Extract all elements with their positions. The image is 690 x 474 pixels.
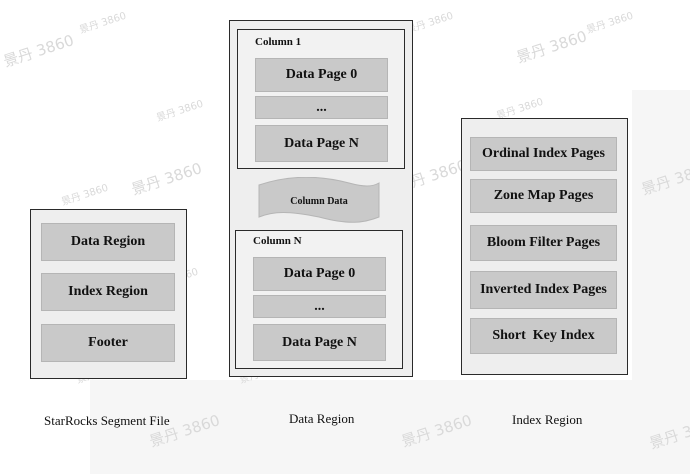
watermark: 景丹 3860 xyxy=(514,27,590,67)
index-region-panel: Ordinal Index Pages Zone Map Pages Bloom… xyxy=(461,118,628,375)
background-shade-right xyxy=(632,90,690,390)
bloom-filter-pages: Bloom Filter Pages xyxy=(470,225,617,261)
zone-map-pages: Zone Map Pages xyxy=(470,179,617,213)
inverted-index-pages: Inverted Index Pages xyxy=(470,271,617,309)
data-page-n: Data Page N xyxy=(255,125,388,162)
ellipsis-page: ... xyxy=(253,295,386,318)
watermark: 景丹 3860 xyxy=(78,10,128,37)
data-region-caption: Data Region xyxy=(289,411,355,426)
column-1-title: Column 1 xyxy=(255,36,302,48)
watermark: 景丹 3860 xyxy=(155,98,205,125)
data-region-panel: Column 1 Data Page 0 ... Data Page N Col… xyxy=(229,20,413,377)
segment-file-panel: Data Region Index Region Footer xyxy=(30,209,187,379)
watermark: 景丹 3860 xyxy=(129,159,205,199)
data-page-0: Data Page 0 xyxy=(255,58,388,92)
ellipsis-page: ... xyxy=(255,96,388,119)
data-page-0: Data Page 0 xyxy=(253,257,386,291)
column-n-title: Column N xyxy=(253,235,302,247)
column-data-banner: Column Data xyxy=(258,177,380,223)
short-key-index: Short Key Index xyxy=(470,318,617,354)
ordinal-index-pages: Ordinal Index Pages xyxy=(470,137,617,171)
segment-file-caption: StarRocks Segment File xyxy=(44,413,170,428)
watermark: 景丹 3860 xyxy=(585,10,635,37)
index-region-block: Index Region xyxy=(41,273,175,311)
column-1-box: Column 1 Data Page 0 ... Data Page N xyxy=(237,29,405,169)
column-n-box: Column N Data Page 0 ... Data Page N xyxy=(235,230,403,369)
column-data-label: Column Data xyxy=(290,196,348,207)
data-region-block: Data Region xyxy=(41,223,175,261)
watermark: 景丹 3860 xyxy=(60,182,110,209)
background-shade-bottom xyxy=(90,380,690,474)
footer-block: Footer xyxy=(41,324,175,362)
index-region-caption: Index Region xyxy=(512,412,583,427)
data-page-n: Data Page N xyxy=(253,324,386,361)
watermark: 景丹 3860 xyxy=(1,31,77,71)
